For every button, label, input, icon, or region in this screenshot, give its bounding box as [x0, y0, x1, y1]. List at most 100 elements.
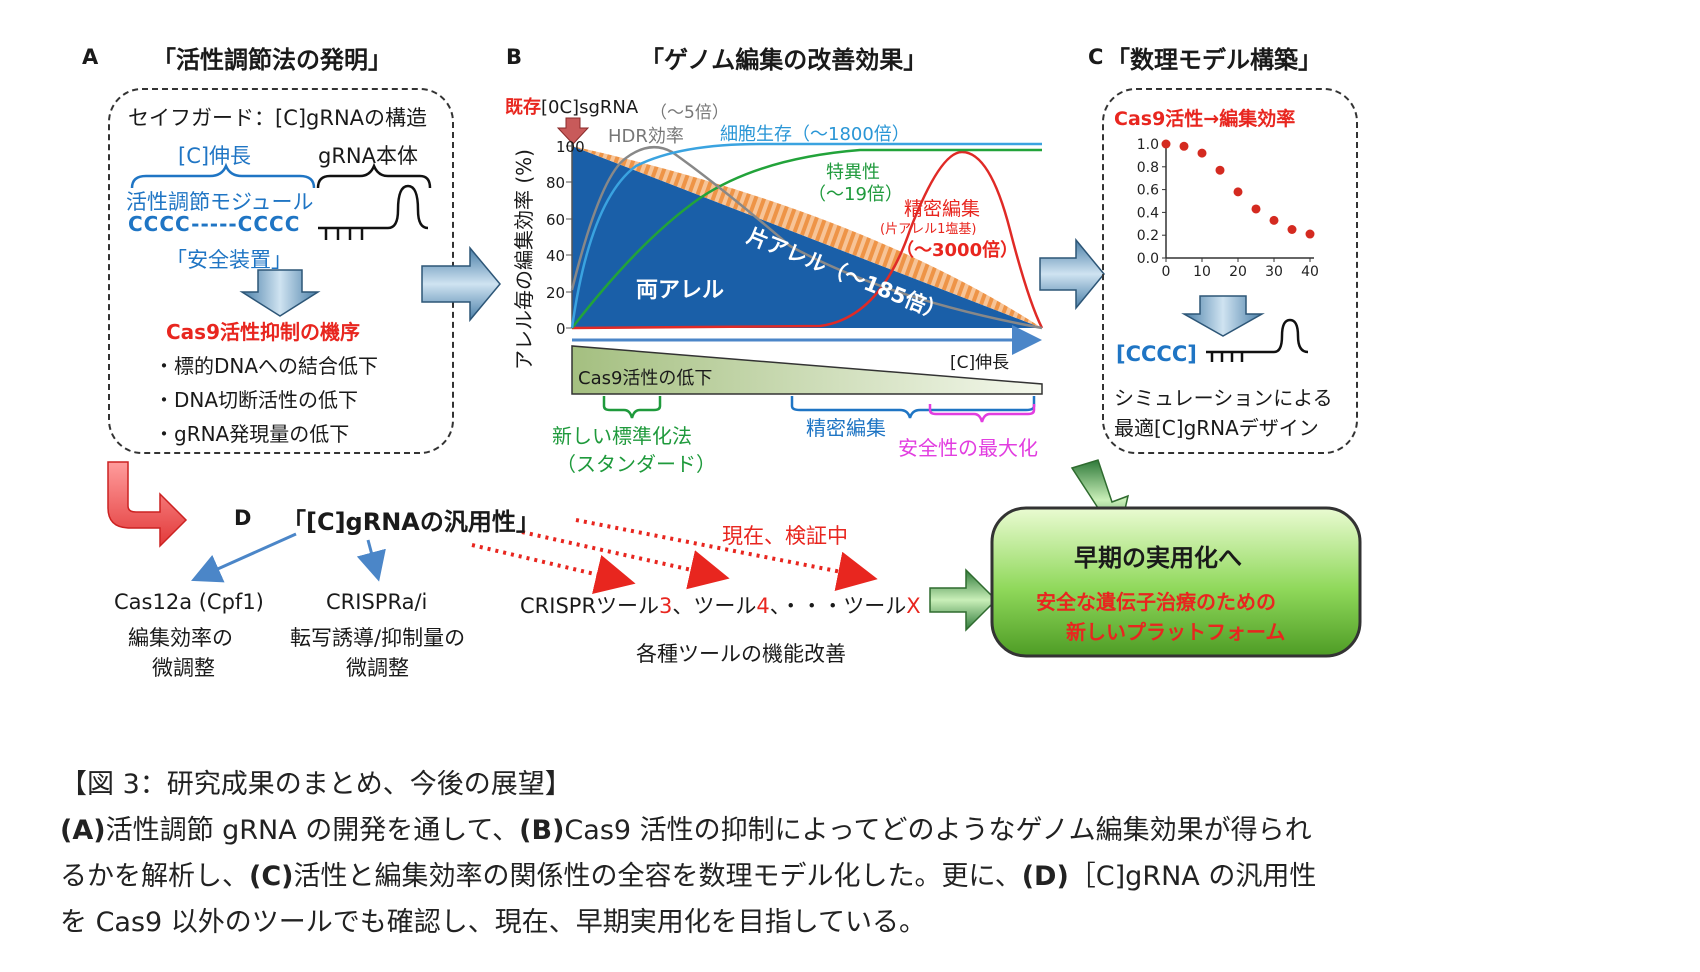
safety-max-label: 安全性の最大化 [898, 436, 1038, 460]
c-extension-label: [C]伸長 [178, 144, 252, 168]
data-point [1269, 215, 1279, 225]
panel-b-ylabel: アレル毎の編集効率 (%) [512, 149, 536, 370]
tools-improve-label: 各種ツールの機能改善 [636, 642, 846, 666]
data-point [1251, 204, 1261, 214]
ytick-20: 20 [546, 284, 566, 302]
grna-body-brace [316, 162, 432, 189]
hdr-label: HDR効率 [608, 126, 684, 147]
data-point [1233, 187, 1243, 197]
b-to-c-arrow [1039, 237, 1105, 311]
panel-c-heading: Cas9活性→編集効率 [1114, 108, 1296, 130]
module-label: 活性調節モジュール [126, 190, 314, 214]
panel-b-title: 「ゲノム編集の改善効果」 [640, 46, 928, 74]
y-tick-label: 0.4 [1137, 205, 1159, 221]
crispra-label: CRISPRa/i [326, 590, 428, 614]
survival-label: 細胞生存（～1800倍） [720, 124, 910, 145]
simulation-line-2: 最適[C]gRNAデザイン [1114, 416, 1319, 440]
panel-d-title: 「[C]gRNAの汎用性」 [282, 508, 540, 536]
x-tick-label: 20 [1229, 264, 1247, 280]
caption-title: 【図 3：研究成果のまとめ、今後の展望】 [60, 769, 572, 800]
panel-c-box [1102, 88, 1358, 454]
d-arrow-cas12a [191, 532, 297, 583]
c-extension-axis-label: [C]伸長 [950, 353, 1010, 373]
ytick-80: 80 [546, 174, 566, 192]
mechanism-bullet-1: ・標的DNAへの結合低下 [154, 354, 379, 378]
specificity-curve [571, 148, 1042, 329]
panel-a-letter: A [82, 45, 99, 69]
data-point [1179, 141, 1189, 151]
survival-curve [570, 142, 1042, 329]
existing-sgrna-label: 既存[0C]sgRNA [505, 97, 639, 118]
bi-allele-label: 両アレル [636, 278, 725, 303]
ytick-40: 40 [546, 247, 566, 265]
c-extension-brace [130, 162, 316, 189]
safeguard-label: セイフガード：[C]gRNAの構造 [128, 106, 428, 130]
precise-sub: (片アレル1塩基) [880, 222, 977, 237]
cas12a-line-1: 編集効率の [128, 626, 233, 650]
d-to-goal-arrow [929, 568, 998, 632]
precise-label: 精密編集 [904, 198, 981, 220]
panel-c-down-arrow [1181, 295, 1265, 337]
figure-caption: 【図 3：研究成果のまとめ、今後の展望】 (A)活性調節 gRNA の開発を通し… [60, 762, 1660, 946]
cas9-decline-triangle [571, 345, 1043, 395]
goal-line-2: 新しいプラットフォーム [1066, 620, 1286, 644]
cas9-decline-label: Cas9活性の低下 [578, 368, 713, 389]
y-tick-label: 0.0 [1137, 251, 1159, 267]
mechanism-bullet-2: ・DNA切断活性の低下 [154, 388, 359, 412]
ytick-0: 0 [556, 320, 566, 338]
safety-max-bracket [928, 404, 1036, 423]
tools-line: CRISPRツール3、ツール4、・・・ツールX [520, 594, 921, 618]
data-point [1197, 148, 1207, 158]
goal-box [990, 506, 1362, 658]
hdr-fold: （～5倍） [650, 103, 729, 123]
grna-body-label: gRNA本体 [318, 144, 418, 168]
existing-sgrna-arrow [556, 117, 590, 145]
y-tick-label: 0.8 [1137, 160, 1159, 176]
caption-line-2: るかを解析し、(C)活性と編集効率の関係性の全容を数理モデル化した。更に、(D)… [60, 861, 1317, 892]
precise-range-bracket [790, 396, 1036, 419]
new-standard-sub: （スタンダード） [556, 452, 716, 476]
precise-curve [571, 150, 1044, 330]
specificity-label: 特異性 [826, 162, 880, 183]
x-tick-label: 30 [1265, 264, 1283, 280]
caption-line-3: を Cas9 以外のツールでも確認し、現在、早期実用化を目指している。 [60, 907, 926, 938]
panel-a-down-arrow [239, 269, 321, 317]
data-point [1215, 165, 1225, 175]
ytick-100: 100 [556, 138, 585, 156]
goal-title: 早期の実用化へ [1074, 544, 1242, 572]
grna-structure-icon [318, 184, 429, 230]
goal-line-1: 安全な遺伝子治療のための [1036, 590, 1276, 614]
data-point [1161, 139, 1171, 149]
data-point [1305, 229, 1315, 239]
cas12a-line-2: 微調整 [152, 656, 215, 680]
x-tick-label: 40 [1301, 264, 1319, 280]
simulation-line-1: シミュレーションによる [1114, 386, 1333, 410]
crispra-line-1: 転写誘導/抑制量の [290, 626, 466, 650]
d-arrow-tool3 [471, 543, 636, 594]
mechanism-bullet-3: ・gRNA発現量の低下 [154, 422, 350, 446]
cccc-label: [CCCC] [1116, 342, 1197, 366]
panel-c-title: 「数理モデル構築」 [1106, 46, 1322, 74]
y-tick-label: 1.0 [1137, 137, 1159, 153]
precise-fold: （～3000倍） [896, 240, 1019, 261]
crispra-line-2: 微調整 [346, 656, 409, 680]
d-arrow-crispra [356, 539, 386, 582]
panel-c-letter: C [1088, 45, 1104, 69]
ytick-60: 60 [546, 211, 566, 229]
caption-line-1: (A)活性調節 gRNA の開発を通して、(B)Cas9 活性の抑制によってどの… [60, 815, 1312, 846]
panel-b-letter: B [506, 45, 523, 69]
mechanism-title: Cas9活性抑制の機序 [166, 320, 360, 344]
panel-d-letter: D [234, 506, 252, 530]
y-tick-label: 0.6 [1137, 183, 1159, 199]
x-tick-label: 0 [1162, 264, 1171, 280]
specificity-fold: （～19倍） [808, 184, 903, 205]
a-to-b-arrow [421, 245, 501, 323]
a-to-d-arrow [107, 461, 188, 548]
cas12a-label: Cas12a (Cpf1) [114, 590, 264, 614]
data-point [1287, 225, 1297, 234]
precise-range-label: 精密編集 [806, 416, 886, 440]
x-tick-label: 10 [1193, 264, 1211, 280]
